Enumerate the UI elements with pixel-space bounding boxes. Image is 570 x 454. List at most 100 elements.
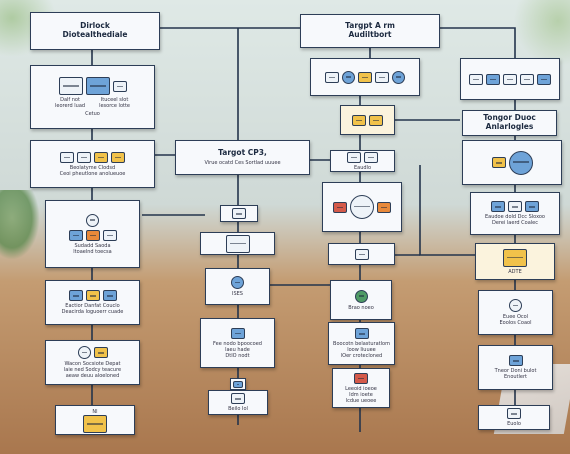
node-caption: Leeoid ioeoe Idm ioete lcdue ueoee xyxy=(345,385,377,404)
node-cr-3 xyxy=(322,182,402,232)
node-caption: ADTE xyxy=(508,268,522,275)
node-center-tiny xyxy=(230,378,246,390)
node-center-2: ISES xyxy=(205,268,270,305)
node-r-7: Euolo xyxy=(478,405,550,430)
node-icons xyxy=(68,229,117,241)
server-icon xyxy=(225,234,250,253)
node-icons xyxy=(77,346,108,359)
node-cr-4 xyxy=(328,243,395,265)
folder-icon xyxy=(93,347,108,358)
pen-icon xyxy=(112,80,127,92)
node-cr-7: Leeoid ioeoe Idm ioete lcdue ueoee xyxy=(332,368,390,408)
clipboard-icon xyxy=(60,151,74,163)
node-caption: Eaudoe dold Dcc Sloxoo Derei laerd Coale… xyxy=(484,214,545,226)
node-left-2: Beolatyme Clodsd Ceoi pheutlone anolueuo… xyxy=(30,140,155,188)
user-icon xyxy=(354,289,368,303)
node-title: Tongor Duoc Anlarlogles xyxy=(483,113,536,131)
node-r-3: Eaudoe dold Dcc Sloxoo Derei laerd Coale… xyxy=(470,192,560,235)
node-caption: Virue ocatd Ces Sortlad uuuee xyxy=(204,159,281,166)
node-icons xyxy=(325,70,405,84)
monitor-icon xyxy=(102,290,117,301)
node-title: Targot CP3, xyxy=(218,148,267,158)
node-icons xyxy=(491,150,533,175)
window-icon xyxy=(508,355,523,366)
disc-icon xyxy=(392,70,405,84)
node-icons xyxy=(68,290,117,301)
node-r-1 xyxy=(460,58,560,100)
folder-icon xyxy=(111,151,125,163)
pencil-icon xyxy=(491,157,506,168)
orange-box-icon xyxy=(85,229,100,241)
node-icons xyxy=(86,213,99,227)
cloud-icon xyxy=(491,201,505,212)
node-left-6: Nl xyxy=(55,405,135,435)
chip-icon xyxy=(233,380,243,388)
device-icon xyxy=(68,229,83,241)
document-icon xyxy=(58,77,83,95)
folder-icon xyxy=(85,290,100,301)
node-title: Dirlock Diotealthediale xyxy=(62,21,128,39)
node-icons xyxy=(83,415,107,433)
node-caption: Cetuo xyxy=(85,111,100,117)
node-center-1 xyxy=(200,232,275,255)
node-caption: ISES xyxy=(232,291,243,297)
chart-icon xyxy=(507,408,521,419)
tools-icon xyxy=(503,248,527,267)
link-icon xyxy=(537,73,551,85)
lock-icon xyxy=(352,114,366,126)
gear-icon xyxy=(77,346,91,359)
cloud-icon xyxy=(68,290,83,301)
shield-icon xyxy=(509,299,522,312)
node-cr-6: Boocotn belasturatlom loow Iiuuee lOer c… xyxy=(328,322,395,365)
node-caption: Eactior Danfat Couclo Deacirda loguoerr … xyxy=(61,303,124,315)
background-plant-mid xyxy=(0,190,40,260)
node-cr-2: Eaudlo xyxy=(330,150,395,172)
card-icon xyxy=(364,151,378,163)
network-icon xyxy=(230,327,245,339)
node-caption: Brao noeo xyxy=(348,304,374,311)
node-left-5: Wacon Socsiote Depat laie ned Sodcy teac… xyxy=(45,340,140,385)
node-top-left-title: Dirlock Diotealthediale xyxy=(30,12,160,50)
document-icon xyxy=(77,151,91,163)
node-caption: Dalf not leorerd luad xyxy=(54,97,86,109)
node-icons xyxy=(352,114,383,126)
node-caption: Euolo xyxy=(507,421,521,427)
mail-icon xyxy=(325,71,339,83)
node-r-5: Euee Ocol Eoolos Coaol xyxy=(478,290,553,335)
document-icon xyxy=(375,71,389,83)
laptop-icon xyxy=(354,328,369,339)
node-caption: Boocotn belasturatlom loow Iiuuee lOer c… xyxy=(333,341,390,359)
node-r-6: Tneor Doni bulot Enoutlert xyxy=(478,345,553,390)
router-icon xyxy=(354,248,369,260)
node-cr-5: Brao noeo xyxy=(330,280,392,320)
globe-icon xyxy=(342,70,355,84)
node-caption: Eaudlo xyxy=(353,164,371,171)
node-caption: Tneor Doni bulot Enoutlert xyxy=(494,368,537,380)
node-r-4: ADTE xyxy=(475,243,555,280)
node-icons xyxy=(58,77,127,95)
node-caption: Sudadd Saoda ltoaelnd toecsa xyxy=(73,242,112,255)
node-caption: Euee Ocol Eoolos Coaol xyxy=(499,314,532,326)
node-icons xyxy=(469,73,551,85)
node-caption: Nl xyxy=(92,409,98,415)
node-icons xyxy=(333,195,391,219)
search-icon xyxy=(503,73,517,85)
monitor-icon xyxy=(486,73,500,85)
node-caption: Ituceel slot lesorce lotte xyxy=(99,97,130,109)
node-icons xyxy=(347,151,378,163)
node-cr-lock xyxy=(340,105,395,135)
wrench-icon xyxy=(102,229,117,241)
node-icons xyxy=(491,201,539,212)
node-right-title: Tongor Duoc Anlarlogles xyxy=(462,110,557,136)
node-top-center-title: Targpt A rm Audiltbort xyxy=(300,14,440,48)
database-icon xyxy=(508,201,522,212)
chart-icon xyxy=(469,73,483,85)
folder-icon xyxy=(94,151,108,163)
node-r-2 xyxy=(462,140,562,185)
screen-icon xyxy=(231,393,245,404)
document-icon xyxy=(83,415,107,433)
lock-icon xyxy=(369,114,383,126)
user-icon xyxy=(508,150,533,175)
grid-icon xyxy=(347,151,361,163)
node-caption: Wacon Socsiote Depat laie ned Sodcy teac… xyxy=(63,361,122,379)
